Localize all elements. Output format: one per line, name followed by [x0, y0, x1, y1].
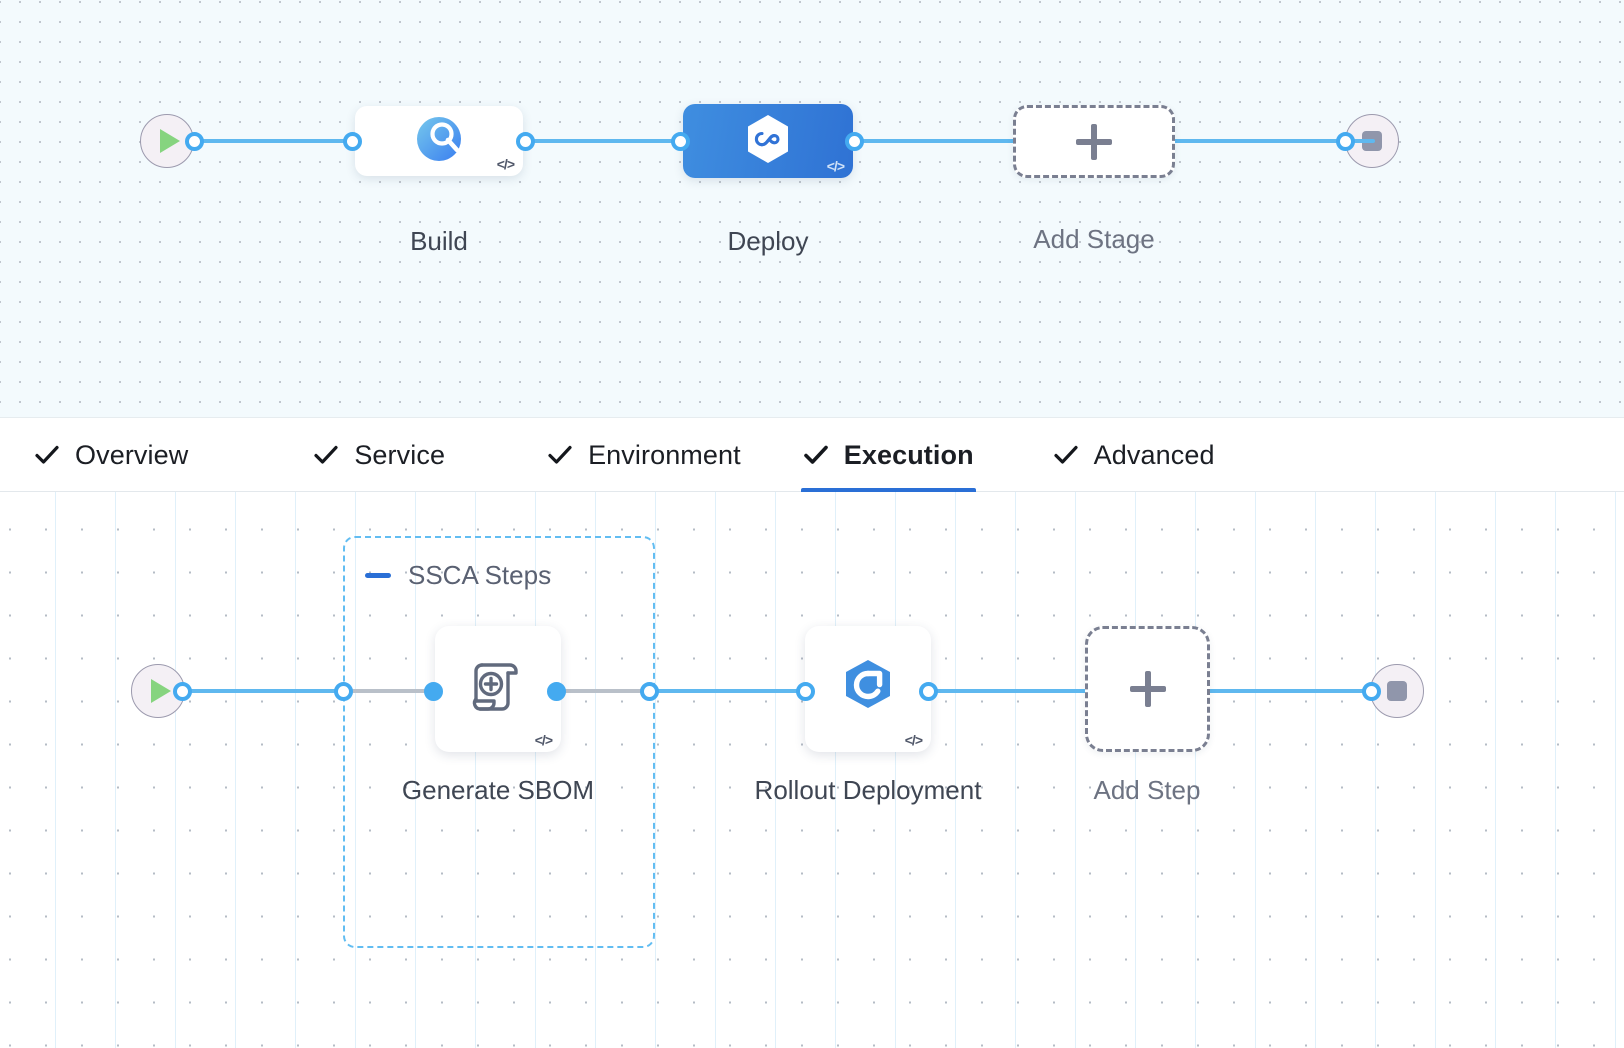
- execution-graph-canvas[interactable]: SSCA Steps: [0, 492, 1624, 1048]
- stage-code-badge-deploy[interactable]: </>: [826, 158, 845, 174]
- stage-config-tabs: Overview Service Environment Execution A: [0, 419, 1624, 493]
- stop-icon: [1387, 681, 1407, 701]
- stage-link-build-deploy: [520, 139, 700, 143]
- tab-execution[interactable]: Execution: [800, 419, 976, 493]
- ci-build-icon: [413, 113, 465, 170]
- stage-code-badge-build[interactable]: </>: [496, 156, 515, 172]
- step-group-header-ssca: SSCA Steps: [365, 560, 551, 591]
- stage-end-port[interactable]: [1336, 132, 1355, 151]
- add-step-label: Add Step: [1093, 775, 1201, 805]
- step-label-rollout-deployment: Rollout Deployment: [754, 775, 982, 805]
- step-group-title-ssca: SSCA Steps: [408, 560, 552, 590]
- minus-icon[interactable]: [365, 573, 391, 578]
- add-stage-label: Add Stage: [1033, 224, 1155, 254]
- stage-label-deploy: Deploy: [727, 226, 809, 256]
- stage-card-build[interactable]: </>: [355, 106, 523, 176]
- step-code-badge-sbom[interactable]: </>: [534, 732, 553, 748]
- step-link-rollout-addstep: [930, 689, 1095, 693]
- stage-card-deploy[interactable]: </>: [683, 104, 853, 178]
- tab-overview[interactable]: Overview: [32, 419, 190, 492]
- step-link-group-rollout: [652, 689, 817, 693]
- step-link-group-sbom: [348, 689, 436, 693]
- step-group-out-port[interactable]: [640, 682, 659, 701]
- step-link-start-group: [178, 689, 348, 693]
- tab-advanced[interactable]: Advanced: [1051, 419, 1217, 492]
- step-group-ssca[interactable]: [343, 536, 655, 948]
- stage-label-build: Build: [410, 226, 468, 256]
- stage-graph-canvas[interactable]: </> Build </> Deploy Add Stage: [0, 0, 1624, 418]
- execution-start-port[interactable]: [173, 682, 192, 701]
- execution-end-port[interactable]: [1362, 682, 1381, 701]
- tab-label-overview: Overview: [75, 439, 189, 470]
- check-icon: [547, 442, 573, 468]
- stage-link-start-build: [190, 139, 365, 143]
- check-icon: [313, 442, 339, 468]
- stage-link-addstage-end: [1160, 139, 1375, 143]
- add-step-button[interactable]: [1085, 626, 1210, 752]
- step-sbom-out-port[interactable]: [547, 682, 566, 701]
- plus-icon: [1076, 123, 1112, 160]
- stage-build-in-port[interactable]: [343, 132, 362, 151]
- play-icon: [150, 679, 171, 703]
- step-code-badge-rollout[interactable]: </>: [904, 732, 923, 748]
- step-rollout-out-port[interactable]: [919, 682, 938, 701]
- step-rollout-in-port[interactable]: [796, 682, 815, 701]
- tab-label-advanced: Advanced: [1093, 439, 1215, 470]
- check-icon: [34, 442, 60, 468]
- step-card-generate-sbom[interactable]: </>: [435, 626, 561, 752]
- cd-infinity-hexagon-icon: [741, 112, 795, 171]
- step-card-rollout-deployment[interactable]: </>: [805, 626, 931, 752]
- tab-service[interactable]: Service: [311, 419, 447, 492]
- step-label-generate-sbom: Generate SBOM: [401, 775, 595, 805]
- sbom-scroll-plus-icon: [462, 651, 534, 728]
- tab-environment[interactable]: Environment: [545, 419, 743, 492]
- step-link-addstep-end: [1205, 689, 1375, 693]
- plus-icon: [1129, 671, 1166, 707]
- stage-start-port[interactable]: [185, 132, 204, 151]
- tab-label-service: Service: [354, 439, 446, 470]
- stage-build-out-port[interactable]: [516, 132, 535, 151]
- stage-link-deploy-addstage: [845, 139, 1040, 143]
- tab-label-environment: Environment: [588, 439, 741, 470]
- stage-deploy-out-port[interactable]: [845, 132, 864, 151]
- step-sbom-in-port[interactable]: [424, 682, 443, 701]
- check-icon: [1053, 442, 1079, 468]
- k8s-rollout-icon: [832, 651, 904, 728]
- tab-label-execution: Execution: [843, 439, 974, 470]
- add-stage-button[interactable]: [1013, 105, 1175, 178]
- check-icon: [803, 442, 829, 468]
- step-link-sbom-groupout: [560, 689, 652, 693]
- play-icon: [159, 129, 180, 153]
- stage-deploy-in-port[interactable]: [671, 132, 690, 151]
- step-group-in-port[interactable]: [334, 682, 353, 701]
